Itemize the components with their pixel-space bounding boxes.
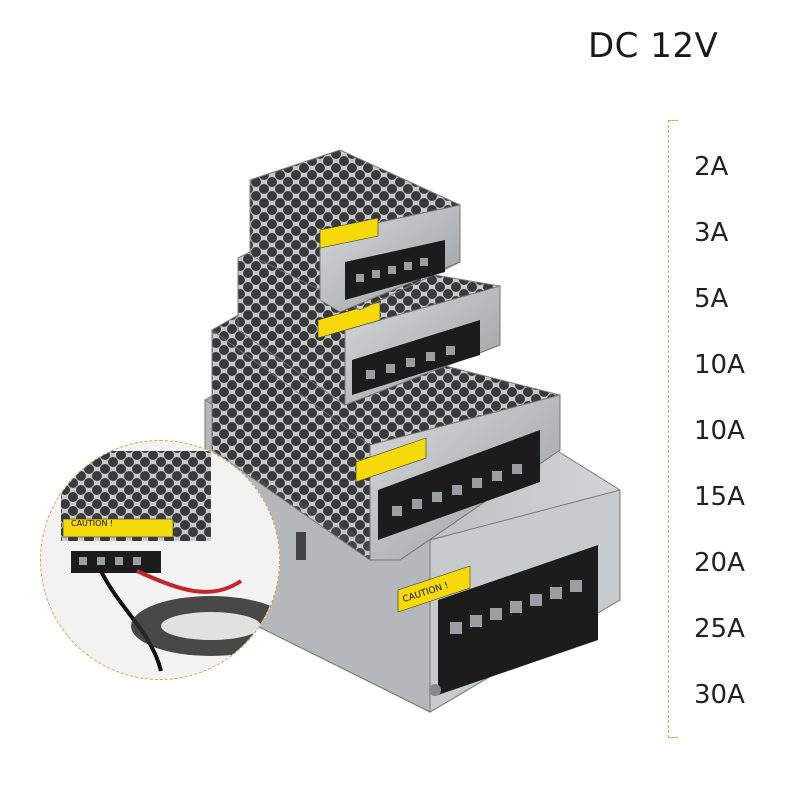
current-option-25a: 25A bbox=[694, 614, 745, 644]
psu-unit-1 bbox=[249, 149, 461, 313]
options-bracket bbox=[668, 120, 678, 738]
closeup-image bbox=[61, 451, 279, 672]
voltage-title: DC 12V bbox=[588, 26, 719, 66]
current-option-30a: 30A bbox=[694, 680, 745, 710]
current-option-10a-second: 10A bbox=[694, 416, 745, 446]
current-option-20a: 20A bbox=[694, 548, 745, 578]
current-option-15a: 15A bbox=[694, 482, 745, 512]
closeup-inset: CAUTION ! bbox=[40, 440, 280, 680]
current-option-10a: 10A bbox=[694, 350, 745, 380]
psu-unit-3 bbox=[211, 313, 561, 561]
current-option-5a: 5A bbox=[694, 284, 729, 314]
psu-unit-2 bbox=[237, 245, 501, 406]
inset-caution-label: CAUTION ! bbox=[71, 519, 114, 528]
current-option-2a: 2A bbox=[694, 152, 729, 182]
current-option-3a: 3A bbox=[694, 218, 729, 248]
